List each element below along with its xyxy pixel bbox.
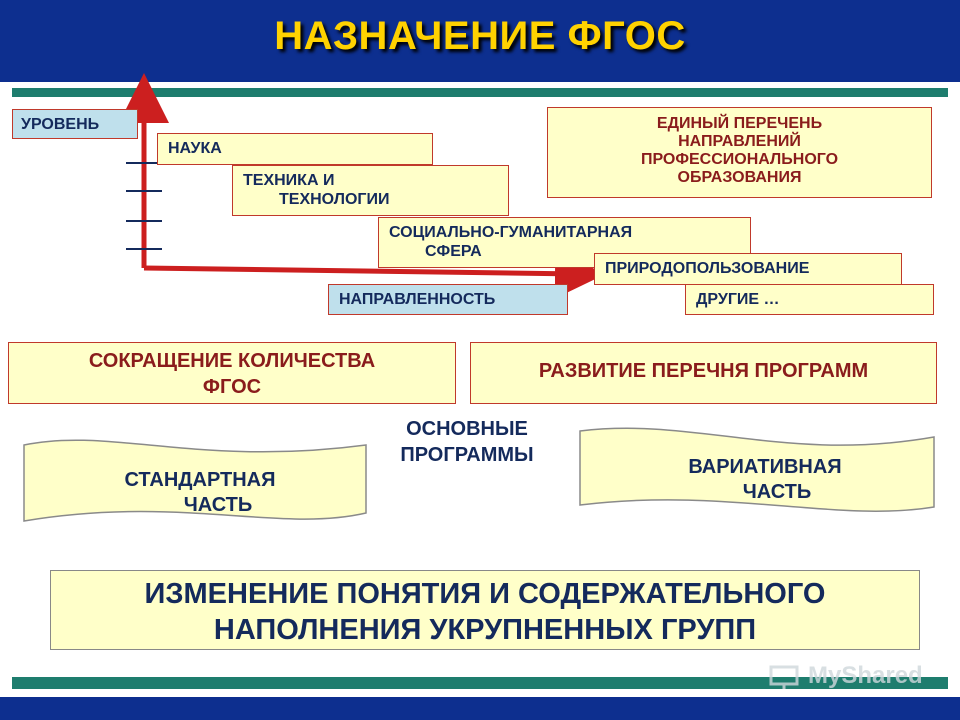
step-other: ДРУГИЕ … xyxy=(685,284,934,315)
watermark-text: MyShared xyxy=(808,662,923,689)
horizontal-axis-arrow xyxy=(143,248,605,299)
reduce-fgos-line2: ФГОС xyxy=(202,376,262,398)
standard-part-banner xyxy=(23,439,367,522)
top-divider xyxy=(12,88,948,97)
variative-part-text: ВАРИАТИВНАЯ ЧАСТЬ xyxy=(620,455,910,505)
bottom-divider xyxy=(12,677,948,689)
develop-list-box: РАЗВИТИЕ ПЕРЕЧНЯ ПРОГРАММ xyxy=(470,342,937,404)
groups-change-box: ИЗМЕНЕНИЕ ПОНЯТИЯ И СОДЕРЖАТЕЛЬНОГО НАПО… xyxy=(50,570,920,650)
unified-list-line4: ОБРАЗОВАНИЯ xyxy=(677,169,802,186)
direction-axis-label: НАПРАВЛЕННОСТЬ xyxy=(328,284,568,315)
variative-part-line2: ЧАСТЬ xyxy=(742,481,812,503)
level-axis-label: УРОВЕНЬ xyxy=(12,109,138,139)
header-bar xyxy=(0,0,960,82)
step-social-line2: СФЕРА xyxy=(425,243,482,260)
standard-part-line1: СТАНДАРТНАЯ xyxy=(124,469,276,491)
step-social-line1: СОЦИАЛЬНО-ГУМАНИТАРНАЯ xyxy=(389,224,633,241)
groups-change-line2: НАПОЛНЕНИЯ УКРУПНЕННЫХ ГРУПП xyxy=(213,614,757,646)
unified-list-line1: ЕДИНЫЙ ПЕРЕЧЕНЬ xyxy=(656,115,823,132)
main-programs-label: ОСНОВНЫЕ ПРОГРАММЫ xyxy=(362,416,572,468)
reduce-fgos-box: СОКРАЩЕНИЕ КОЛИЧЕСТВА ФГОС xyxy=(8,342,456,404)
level-ticks xyxy=(126,162,162,250)
step-nature: ПРИРОДОПОЛЬЗОВАНИЕ xyxy=(594,253,902,285)
step-engineering: ТЕХНИКА И ТЕХНОЛОГИИ xyxy=(232,165,509,216)
step-social: СОЦИАЛЬНО-ГУМАНИТАРНАЯ СФЕРА xyxy=(378,217,751,268)
standard-part-line2: ЧАСТЬ xyxy=(183,494,253,516)
main-programs-line2: ПРОГРАММЫ xyxy=(400,444,534,466)
unified-list-line3: ПРОФЕССИОНАЛЬНОГО xyxy=(640,151,839,168)
presentation-icon xyxy=(769,665,799,689)
variative-part-banner xyxy=(579,427,935,512)
main-programs-line1: ОСНОВНЫЕ xyxy=(406,418,528,440)
footer-bar xyxy=(0,697,960,720)
step-science: НАУКА xyxy=(157,133,433,165)
slide-title: НАЗНАЧЕНИЕ ФГОС xyxy=(274,14,686,58)
groups-change-line1: ИЗМЕНЕНИЕ ПОНЯТИЯ И СОДЕРЖАТЕЛЬНОГО xyxy=(144,578,826,610)
watermark: MyShared xyxy=(768,662,943,692)
reduce-fgos-line1: СОКРАЩЕНИЕ КОЛИЧЕСТВА xyxy=(88,350,376,372)
unified-list-line2: НАПРАВЛЕНИЙ xyxy=(678,133,801,150)
step-engineering-line1: ТЕХНИКА И xyxy=(243,172,335,189)
unified-list-box: ЕДИНЫЙ ПЕРЕЧЕНЬ НАПРАВЛЕНИЙ ПРОФЕССИОНАЛ… xyxy=(547,107,932,198)
variative-part-line1: ВАРИАТИВНАЯ xyxy=(688,456,842,478)
step-engineering-line2: ТЕХНОЛОГИИ xyxy=(279,191,390,208)
standard-part-text: СТАНДАРТНАЯ ЧАСТЬ xyxy=(60,468,340,518)
